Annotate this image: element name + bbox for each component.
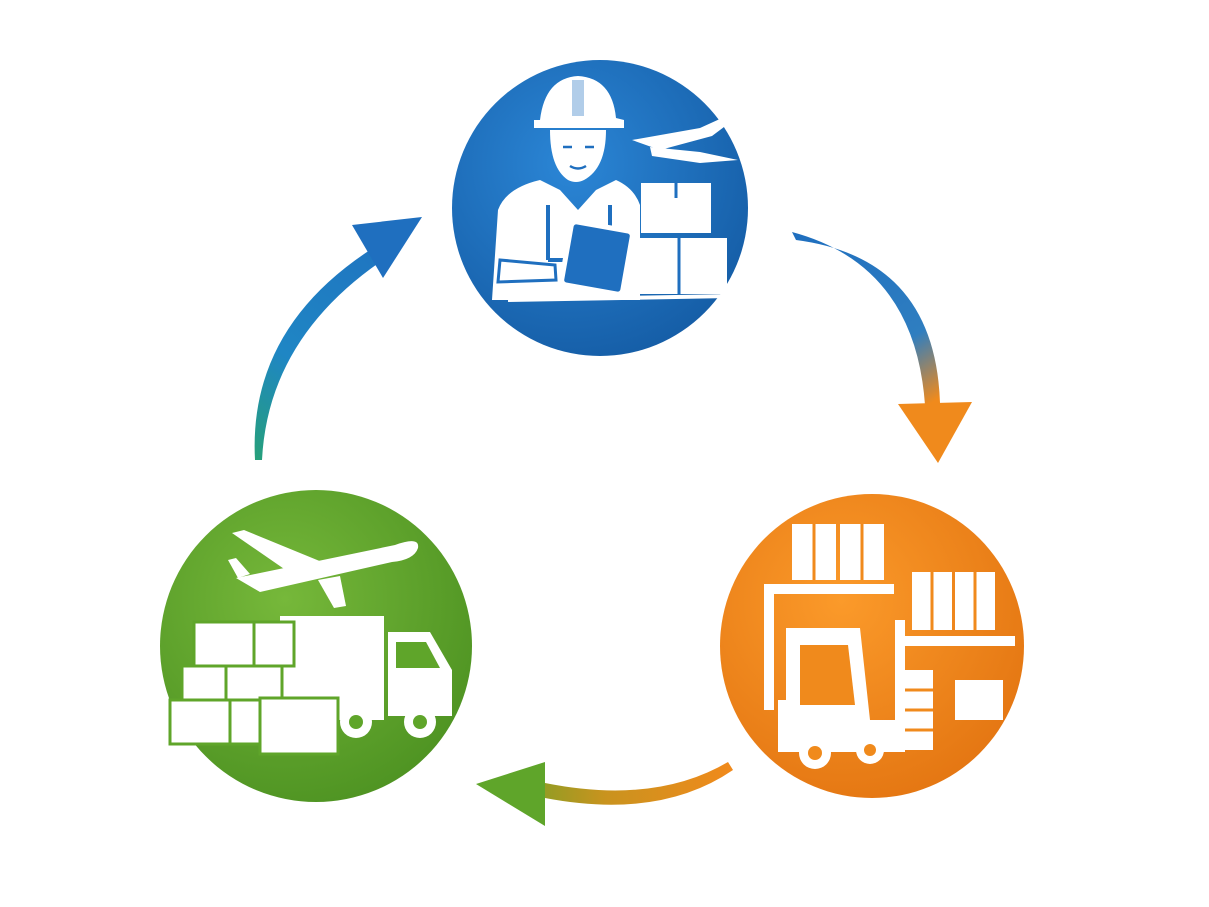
airplane-icon <box>632 118 738 163</box>
forklift-icon <box>778 620 933 769</box>
airplane-icon <box>228 530 419 608</box>
boxes-icon <box>168 620 340 756</box>
node-worker <box>452 60 748 356</box>
node-transport <box>160 490 472 802</box>
truck-airplane-icon <box>168 530 452 756</box>
arrow-warehouse-to-transport <box>476 762 733 826</box>
worker-with-tablet-icon <box>492 76 738 302</box>
arrow-transport-to-worker <box>254 217 422 460</box>
forklift-warehouse-icon <box>764 524 1015 769</box>
arrow-worker-to-warehouse <box>792 232 972 463</box>
shelving-icon <box>764 524 1015 720</box>
boxes-icon <box>631 183 727 294</box>
tablet-icon <box>559 219 635 297</box>
node-warehouse <box>720 494 1024 798</box>
